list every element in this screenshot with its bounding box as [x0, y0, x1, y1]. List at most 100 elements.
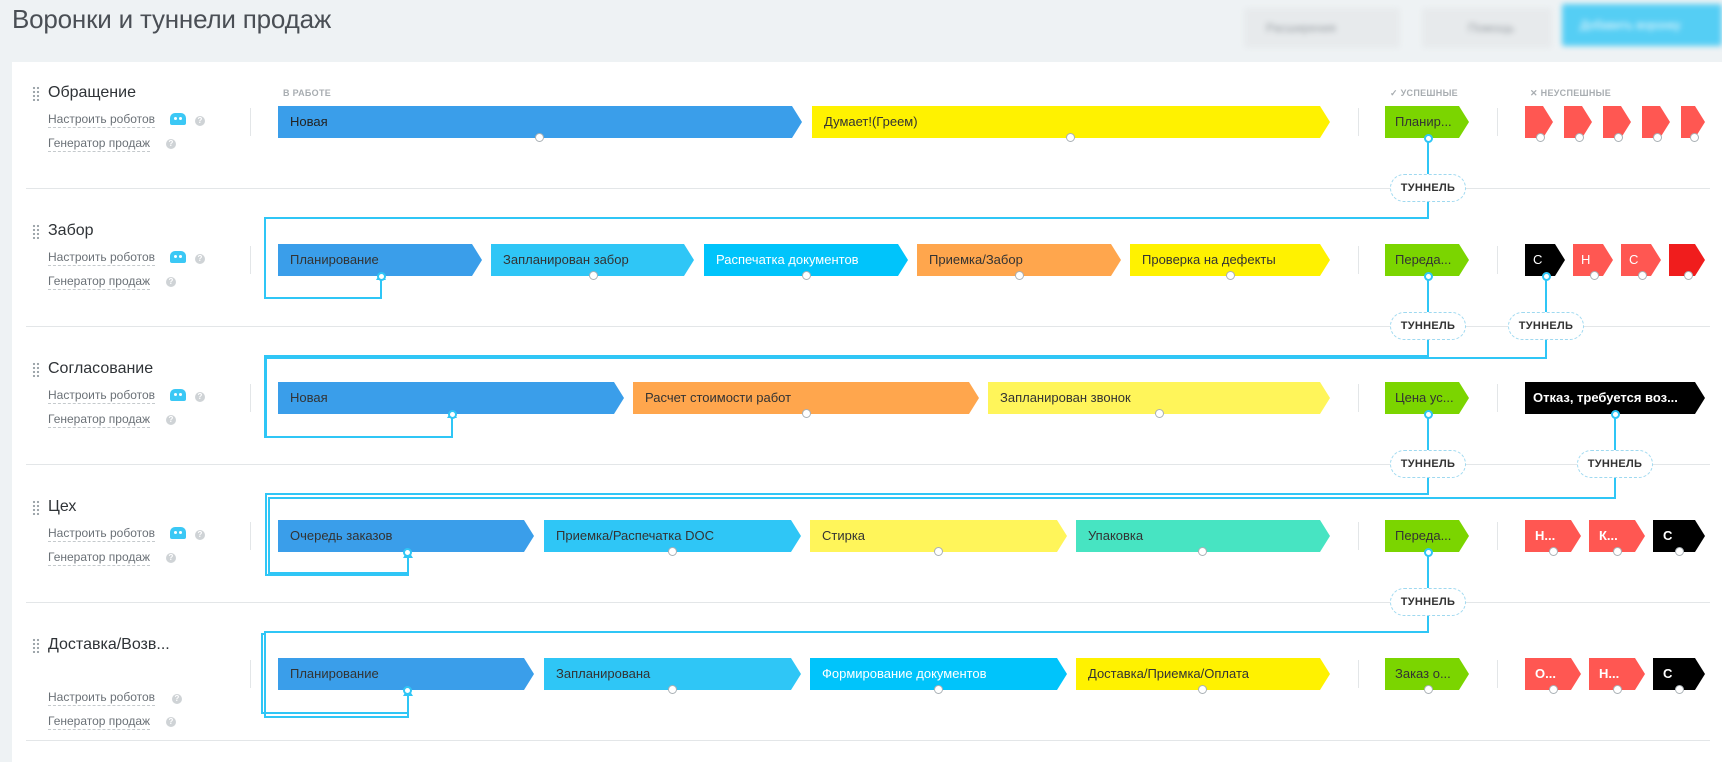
help-icon[interactable]: ? — [195, 530, 205, 540]
stage-connector-dot[interactable] — [377, 272, 386, 281]
drag-handle-icon[interactable] — [32, 362, 40, 377]
tunnel-badge[interactable]: ТУННЕЛЬ — [1390, 588, 1466, 616]
help-icon[interactable]: ? — [166, 717, 176, 727]
robots-link[interactable]: Настроить роботов — [48, 526, 156, 542]
stage-connector-dot[interactable] — [668, 547, 677, 556]
stage-connector-dot[interactable] — [1424, 548, 1433, 557]
stage[interactable]: Приемка/Распечатка DOC — [544, 520, 801, 552]
help-icon[interactable]: ? — [195, 254, 205, 264]
fail-stage[interactable]: Н... — [1525, 520, 1581, 552]
robots-link[interactable]: Настроить роботов — [48, 250, 156, 266]
generator-link[interactable]: Генератор продаж — [48, 714, 151, 730]
success-stage[interactable]: Цена ус... — [1385, 382, 1469, 414]
stage-connector-dot[interactable] — [1613, 547, 1622, 556]
help-icon[interactable]: ? — [195, 392, 205, 402]
success-stage[interactable]: Переда... — [1385, 520, 1469, 552]
stage-connector-dot[interactable] — [668, 685, 677, 694]
stage-connector-dot[interactable] — [589, 271, 598, 280]
fail-stage[interactable]: О... — [1525, 658, 1581, 690]
help-button[interactable]: Помощь — [1422, 8, 1552, 48]
stage-connector-dot[interactable] — [1675, 547, 1684, 556]
fail-stage[interactable]: К... — [1589, 520, 1645, 552]
funnel-name[interactable]: Обращение — [48, 84, 136, 101]
stage-connector-dot[interactable] — [934, 547, 943, 556]
robots-link[interactable]: Настроить роботов — [48, 112, 156, 128]
stage[interactable]: Стирка — [810, 520, 1067, 552]
stage-connector-dot[interactable] — [448, 410, 457, 419]
stage-connector-dot[interactable] — [1549, 685, 1558, 694]
stage-connector-dot[interactable] — [1638, 271, 1647, 280]
help-icon[interactable]: ? — [166, 553, 176, 563]
stage[interactable]: Очередь заказов — [278, 520, 534, 552]
help-icon[interactable]: ? — [195, 116, 205, 126]
drag-handle-icon[interactable] — [32, 638, 40, 653]
stage[interactable]: Запланирован звонок — [988, 382, 1330, 414]
success-stage[interactable]: Переда... — [1385, 244, 1469, 276]
stage-connector-dot[interactable] — [1613, 685, 1622, 694]
stage-connector-dot[interactable] — [1675, 685, 1684, 694]
drag-handle-icon[interactable] — [32, 86, 40, 101]
generator-link[interactable]: Генератор продаж — [48, 136, 151, 152]
stage-connector-dot[interactable] — [1015, 271, 1024, 280]
add-funnel-button[interactable]: Добавить воронку — [1562, 4, 1722, 46]
stage[interactable]: Новая — [278, 106, 802, 138]
fail-stage[interactable]: С — [1653, 520, 1705, 552]
stage-connector-dot[interactable] — [1198, 685, 1207, 694]
tunnel-badge[interactable]: ТУННЕЛЬ — [1390, 312, 1466, 340]
stage-connector-dot[interactable] — [1690, 133, 1699, 142]
stage-connector-dot[interactable] — [1198, 547, 1207, 556]
fail-stage[interactable]: Отказ, требуется воз... — [1525, 382, 1705, 414]
stage-connector-dot[interactable] — [1424, 272, 1433, 281]
stage-connector-dot[interactable] — [1684, 271, 1693, 280]
robots-link[interactable]: Настроить роботов — [48, 690, 156, 706]
tunnel-badge[interactable]: ТУННЕЛЬ — [1577, 450, 1653, 478]
stage[interactable]: Планирование — [278, 244, 482, 276]
stage-connector-dot[interactable] — [802, 271, 811, 280]
tunnel-badge[interactable]: ТУННЕЛЬ — [1508, 312, 1584, 340]
stage-connector-dot[interactable] — [1226, 271, 1235, 280]
help-icon[interactable]: ? — [172, 694, 182, 704]
stage[interactable]: Упаковка — [1076, 520, 1330, 552]
robots-link[interactable]: Настроить роботов — [48, 388, 156, 404]
help-icon[interactable]: ? — [166, 415, 176, 425]
success-stage[interactable]: Заказ о... — [1385, 658, 1469, 690]
stage-connector-dot[interactable] — [1424, 410, 1433, 419]
stage-connector-dot[interactable] — [1424, 685, 1433, 694]
stage-connector-dot[interactable] — [1536, 133, 1545, 142]
stage[interactable]: Расчет стоимости работ — [633, 382, 979, 414]
funnel-name[interactable]: Забор — [48, 222, 94, 239]
stage[interactable]: Думает!(Греем) — [812, 106, 1330, 138]
stage-connector-dot[interactable] — [1424, 134, 1433, 143]
stage-connector-dot[interactable] — [1611, 410, 1620, 419]
help-icon[interactable]: ? — [166, 277, 176, 287]
generator-link[interactable]: Генератор продаж — [48, 274, 151, 290]
stage-connector-dot[interactable] — [1155, 409, 1164, 418]
stage-connector-dot[interactable] — [1066, 133, 1075, 142]
stage-connector-dot[interactable] — [1590, 271, 1599, 280]
stage[interactable]: Формирование документов — [810, 658, 1067, 690]
funnel-name[interactable]: Согласование — [48, 360, 154, 377]
help-icon[interactable]: ? — [166, 139, 176, 149]
stage[interactable]: Запланирован забор — [491, 244, 694, 276]
tunnel-badge[interactable]: ТУННЕЛЬ — [1390, 450, 1466, 478]
tunnel-badge[interactable]: ТУННЕЛЬ — [1390, 174, 1466, 202]
stage-connector-dot[interactable] — [403, 686, 412, 695]
generator-link[interactable]: Генератор продаж — [48, 412, 151, 428]
stage[interactable]: Проверка на дефекты — [1130, 244, 1330, 276]
fail-stage[interactable]: С — [1653, 658, 1705, 690]
funnel-name[interactable]: Доставка/Возв... — [48, 636, 170, 653]
stage-connector-dot[interactable] — [535, 133, 544, 142]
drag-handle-icon[interactable] — [32, 500, 40, 515]
stage[interactable]: Доставка/Приемка/Оплата — [1076, 658, 1330, 690]
fail-stage[interactable]: Н... — [1589, 658, 1645, 690]
stage-connector-dot[interactable] — [1542, 272, 1551, 281]
stage[interactable]: Запланирована — [544, 658, 801, 690]
stage-connector-dot[interactable] — [1653, 133, 1662, 142]
stage-connector-dot[interactable] — [1575, 133, 1584, 142]
generator-link[interactable]: Генератор продаж — [48, 550, 151, 566]
success-stage[interactable]: Планир... — [1385, 106, 1469, 138]
funnel-name[interactable]: Цех — [48, 498, 77, 515]
stage[interactable]: Планирование — [278, 658, 534, 690]
extensions-button[interactable]: Расширения — [1244, 8, 1400, 48]
stage-connector-dot[interactable] — [1549, 547, 1558, 556]
